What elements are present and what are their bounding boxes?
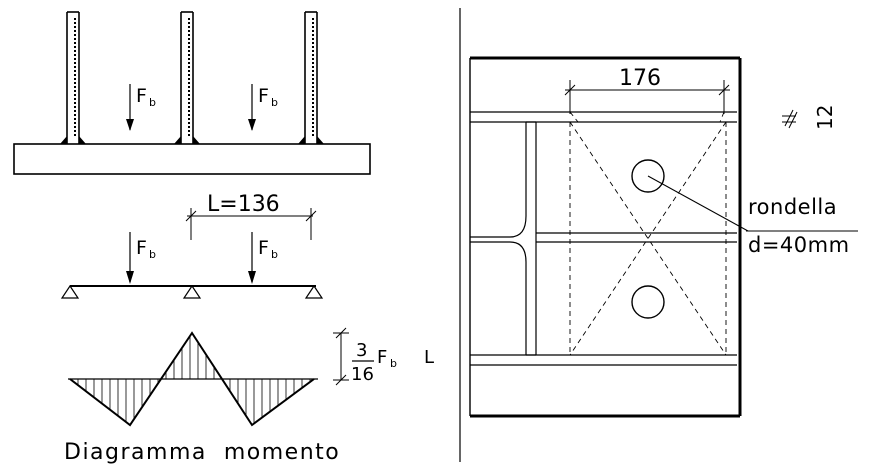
washer-diameter-label: d=40mm: [748, 233, 850, 257]
moment-value-dimension: [333, 327, 349, 386]
load-arrow-beam-right: F b: [248, 232, 278, 284]
moment-hatching: [77, 336, 311, 424]
thickness-dimension: 12: [782, 105, 837, 130]
load-label-top-left: F: [136, 85, 147, 107]
load-label-beam-right: F: [258, 237, 269, 259]
span-dimension: L=136: [185, 192, 317, 240]
weld-left: [60, 136, 86, 144]
moment-length-symbol: L: [424, 347, 434, 368]
support-right: [304, 284, 324, 299]
moment-force-symbol: F: [377, 347, 387, 368]
load-label-beam-left: F: [136, 237, 147, 259]
load-arrow-top-right: F b: [248, 84, 278, 131]
support-middle: [182, 284, 202, 299]
beam-model: L=136 F b F b: [60, 192, 324, 299]
moment-fraction-numerator: 3: [356, 340, 367, 361]
load-subscript-top-left: b: [149, 96, 156, 109]
load-subscript-beam-right: b: [271, 248, 278, 261]
span-dimension-label: L=136: [207, 192, 280, 217]
washer-name-label: rondella: [748, 195, 837, 219]
moment-diagram-caption: Diagramma momento: [64, 440, 340, 465]
plate-width-dimension: 176: [564, 66, 730, 114]
washer-zone-outline: [569, 111, 727, 356]
load-arrow-beam-left: F b: [126, 232, 156, 284]
plan-view: 176 12 rondella d=40mm: [459, 8, 858, 462]
washer-upper: [631, 159, 665, 193]
base-plate: [13, 143, 371, 175]
load-label-top-right: F: [258, 85, 269, 107]
stiffener-middle: [174, 11, 200, 144]
weld-right: [298, 136, 324, 144]
vertical-rib: [470, 121, 537, 356]
horizontal-stiffeners: [470, 111, 737, 366]
stiffener-left: [60, 11, 86, 144]
thickness-label: 12: [813, 105, 837, 130]
moment-force-subscript: b: [390, 357, 397, 370]
washer-lower: [631, 285, 665, 319]
load-subscript-beam-left: b: [149, 248, 156, 261]
moment-value-label: 3 16 F b L: [351, 340, 434, 385]
plate-width-label: 176: [619, 66, 661, 91]
weld-middle: [174, 136, 200, 144]
base-plate-section: F b F b: [13, 11, 371, 175]
load-subscript-top-right: b: [271, 96, 278, 109]
stiffener-right: [298, 11, 324, 144]
load-arrow-top-left: F b: [126, 84, 156, 131]
moment-fraction-denominator: 16: [351, 364, 374, 385]
support-left: [60, 284, 80, 299]
moment-diagram: 3 16 F b L Diagramma momento: [64, 327, 434, 465]
washer-callout: rondella d=40mm: [647, 175, 858, 257]
